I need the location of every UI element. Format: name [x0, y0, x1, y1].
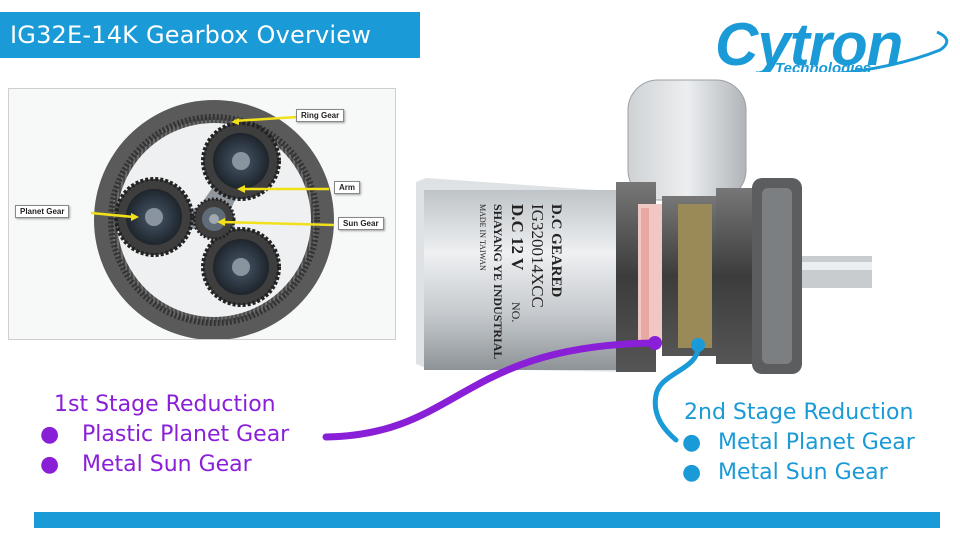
list-item-label: Metal Sun Gear [82, 452, 252, 477]
logo-wordmark: Cytron [715, 11, 903, 78]
planet-gear-bottom [201, 227, 281, 307]
list-item: ● Plastic Planet Gear [40, 420, 289, 450]
gearbox-motor-illustration: D.C GEARED IG320014XCC D.C 12 V SHAYANG … [416, 79, 872, 374]
stage1-list: ● Plastic Planet Gear ● Metal Sun Gear [40, 420, 289, 480]
planet-gear-top [201, 121, 281, 201]
motor-label-line6: NO. [509, 302, 523, 322]
footer-bar [34, 512, 940, 528]
bullet-icon: ● [682, 460, 702, 485]
bullet-icon: ● [40, 452, 60, 477]
sun-gear-label: Sun Gear [338, 217, 384, 230]
list-item: ● Metal Sun Gear [40, 450, 289, 480]
stage2-list: ● Metal Planet Gear ● Metal Sun Gear [682, 428, 915, 488]
gearbox-photo: D.C GEARED IG320014XCC D.C 12 V SHAYANG … [416, 72, 960, 380]
ring-gear-label: Ring Gear [296, 109, 345, 122]
motor-label-line2: IG320014XCC [528, 204, 547, 308]
list-item-label: Metal Planet Gear [718, 430, 915, 455]
list-item-label: Plastic Planet Gear [82, 422, 290, 447]
gear-illustration [90, 100, 335, 340]
list-item-label: Metal Sun Gear [718, 460, 888, 485]
motor-label-line3: D.C 12 V [508, 204, 527, 271]
bullet-icon: ● [40, 422, 60, 447]
stage1-callout: 1st Stage Reduction ● Plastic Planet Gear… [40, 390, 289, 480]
arm-label: Arm [334, 181, 361, 194]
list-item: ● Metal Planet Gear [682, 428, 915, 458]
planet-gear-left [114, 177, 194, 257]
bullet-icon: ● [682, 430, 702, 455]
planetary-gear-diagram: Ring Gear Arm Planet Gear Sun Gear [8, 88, 396, 340]
list-item: ● Metal Sun Gear [682, 458, 915, 488]
stage2-heading: 2nd Stage Reduction [684, 400, 914, 425]
sun-gear [192, 197, 236, 241]
motor-label-line5: MADE IN TAIWAN [478, 204, 487, 271]
stage2-callout: 2nd Stage Reduction ● Metal Planet Gear ●… [682, 398, 915, 488]
stage1-heading: 1st Stage Reduction [54, 392, 276, 417]
motor-label-line1: D.C GEARED [548, 204, 564, 298]
slide-title: IG32E-14K Gearbox Overview [0, 12, 420, 58]
motor-label-line4: SHAYANG YE INDUSTRIAL [491, 204, 505, 359]
planet-gear-label: Planet Gear [15, 205, 70, 218]
